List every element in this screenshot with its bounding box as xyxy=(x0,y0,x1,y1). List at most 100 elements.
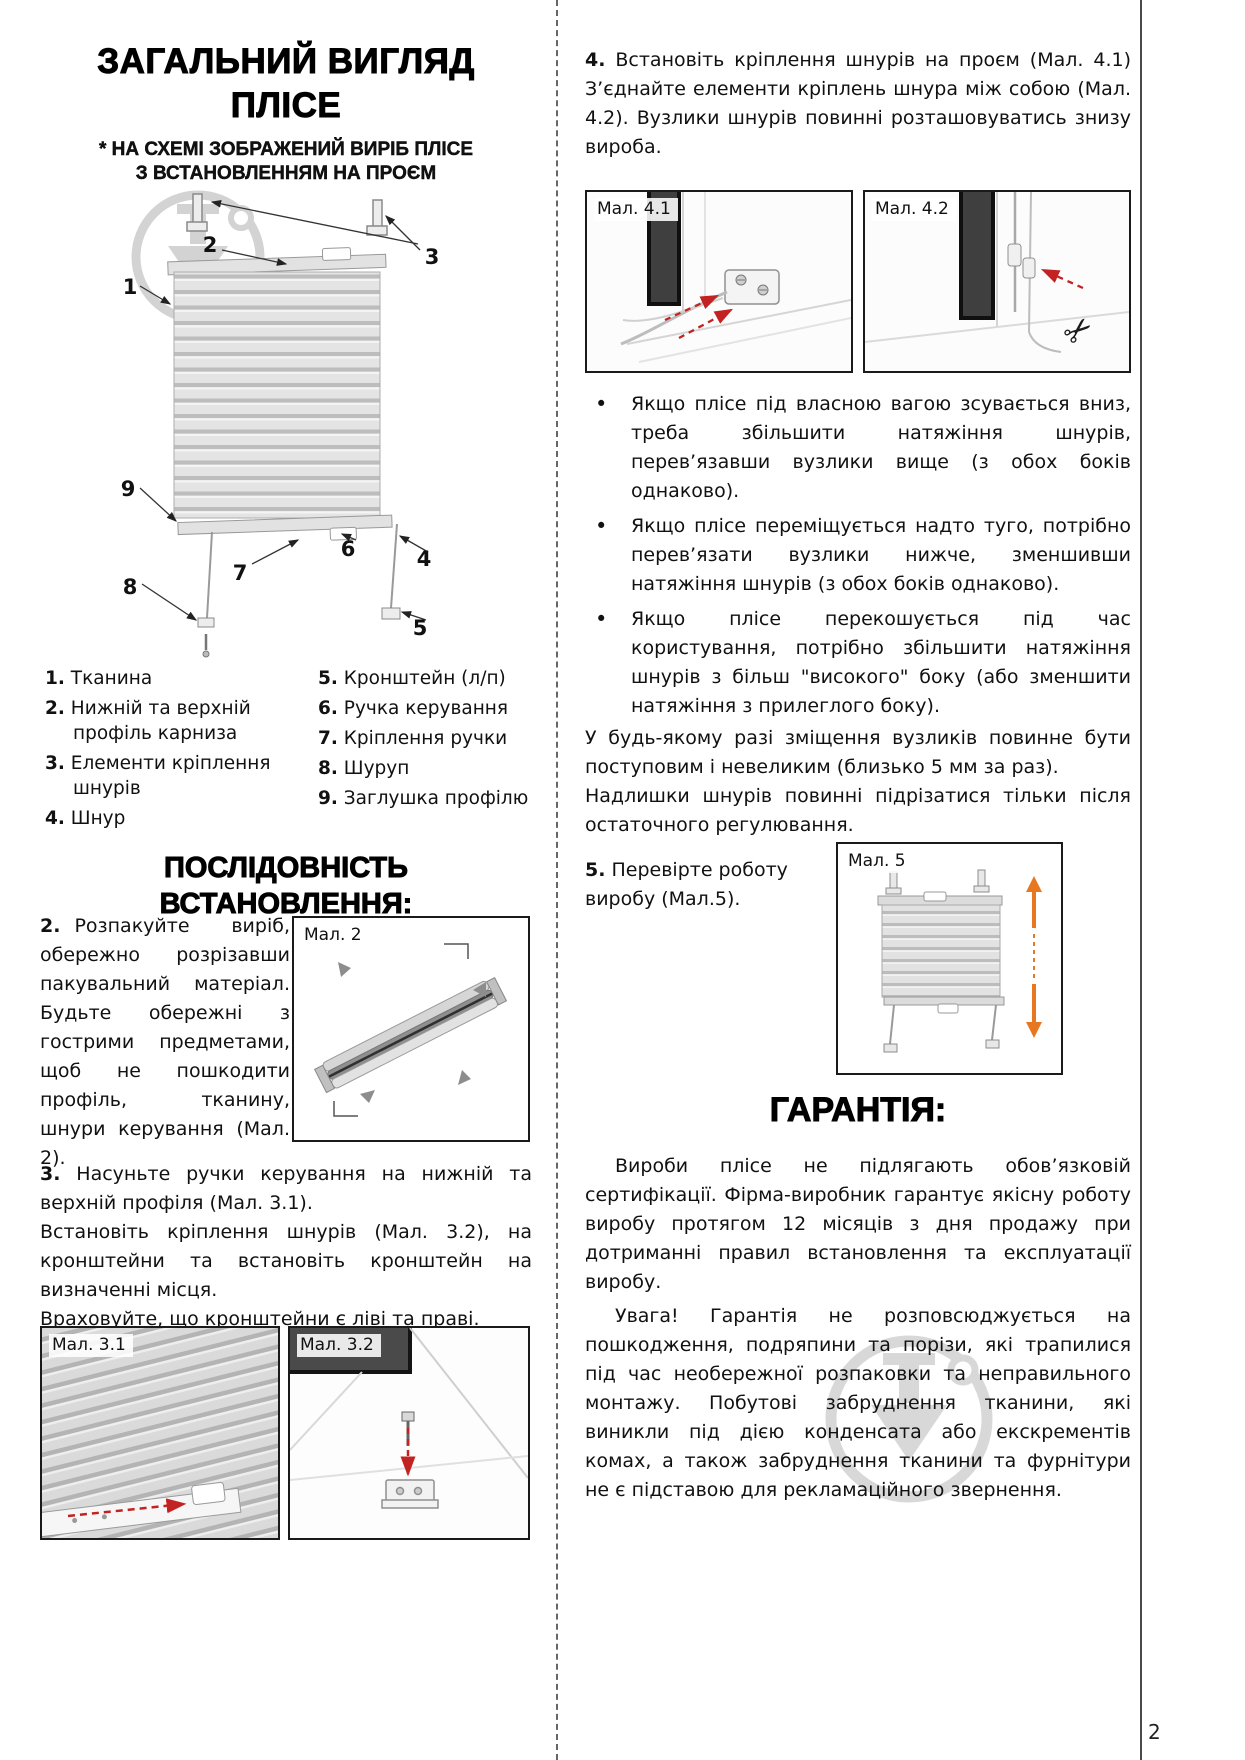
pleated-fabric xyxy=(173,271,381,519)
page-subtitle-line2: З ВСТАНОВЛЕННЯМ НА ПРОЄМ xyxy=(135,163,437,184)
legend-num: 6. xyxy=(318,698,338,719)
step-3-sentence-2: Встановіть кріплення шнурів (Мал. 3.2), … xyxy=(40,1221,532,1301)
figure-3-1-drawing xyxy=(42,1328,278,1538)
callout-lines xyxy=(139,199,429,621)
list-item: • Якщо плісе переміщується надто туго, п… xyxy=(585,512,1131,599)
figure-4-1-label: Мал. 4.1 xyxy=(594,198,678,221)
page-title: ЗАГАЛЬНИЙ ВИГЛЯД ПЛІСЕ xyxy=(40,40,532,128)
mount-direction-arrow xyxy=(678,308,734,340)
figure-3-1: Мал. 3.1 xyxy=(40,1326,280,1540)
step-3-sentence-1: 3. Насуньте ручки керування на нижній та… xyxy=(40,1163,532,1214)
step-5-number: 5. xyxy=(585,859,606,881)
legend-item: 7. Кріплення ручки xyxy=(318,726,532,751)
figure-4-2-drawing: ✂ xyxy=(865,192,1129,371)
legend-label: Шнур xyxy=(70,808,126,829)
legend-label: Шуруп xyxy=(343,758,410,779)
warranty-paragraph-2: Увага! Гарантія не розповсюджується на п… xyxy=(585,1305,1131,1501)
warranty-section-title: ГАРАНТІЯ: xyxy=(769,1091,947,1130)
legend-label: Кріплення ручки xyxy=(343,728,508,749)
figure-4-2: Мал. 4.2 ✂ xyxy=(863,190,1131,373)
bottom-rail xyxy=(177,514,393,541)
unpack-arrows xyxy=(338,962,486,1103)
figure-3-1-label: Мал. 3.1 xyxy=(49,1334,133,1357)
legend-label: Тканина xyxy=(70,668,153,689)
callout-8: 8 xyxy=(123,575,138,599)
legend-num: 4. xyxy=(45,808,65,829)
legend-item: 4. Шнур xyxy=(45,806,303,831)
bullet-text: Якщо плісе переміщується надто туго, пот… xyxy=(631,515,1131,595)
figure-2: Мал. 2 xyxy=(292,916,530,1142)
legend-label: Кронштейн (л/п) xyxy=(343,668,506,689)
top-rail xyxy=(167,247,387,276)
legend-label: Елементи кріплення шнурів xyxy=(70,753,271,799)
figure-5: Мал. 5 xyxy=(836,842,1063,1075)
knot-direction-arrow xyxy=(1040,268,1084,290)
lower-fittings xyxy=(197,607,401,658)
bullet-icon: • xyxy=(595,514,608,538)
page-subtitle: * НА СХЕМІ ЗОБРАЖЕНИЙ ВИРІБ ПЛІСЕ З ВСТА… xyxy=(40,138,532,186)
slide-direction-arrow xyxy=(67,1498,187,1518)
callout-4: 4 xyxy=(417,547,432,571)
legend-label: Ручка керування xyxy=(343,698,509,719)
top-brackets xyxy=(186,193,388,236)
callout-7: 7 xyxy=(233,561,248,585)
callout-5: 5 xyxy=(413,616,428,640)
figure-4-2-label: Мал. 4.2 xyxy=(872,198,956,221)
legend-column-1: 1. Тканина 2. Нижній та верхній профіль … xyxy=(45,666,303,836)
legend-num: 8. xyxy=(318,758,338,779)
page-edge-line xyxy=(1140,0,1142,1760)
legend-num: 7. xyxy=(318,728,338,749)
step-4-paragraph: 4. Встановіть кріплення шнурів на проєм … xyxy=(585,46,1131,162)
pleated-blind-diagram: 1 2 3 4 5 6 7 8 9 xyxy=(121,193,440,658)
list-item: • Якщо плісе перекошується під час корис… xyxy=(585,605,1131,721)
legend-item: 8. Шуруп xyxy=(318,756,532,781)
brand-watermark-icon xyxy=(825,1335,993,1503)
adjustment-note: У будь-якому разі зміщення вузликів пови… xyxy=(585,724,1131,840)
installation-section-title: ПОСЛІДОВНІСТЬ ВСТАНОВЛЕННЯ: xyxy=(159,852,413,921)
callout-6: 6 xyxy=(341,537,356,561)
step-4-number: 4. xyxy=(585,49,606,71)
note-sentence-2: Надлишки шнурів повинні підрізатися тіль… xyxy=(585,785,1131,836)
bullet-icon: • xyxy=(595,392,608,416)
step-5-text: Перевірте роботу виробу (Мал.5). xyxy=(585,859,788,910)
legend-item: 1. Тканина xyxy=(45,666,303,691)
cord-connector xyxy=(1007,243,1036,279)
legend-item: 3. Елементи кріплення шнурів xyxy=(45,751,303,801)
figure-3-2-label: Мал. 3.2 xyxy=(297,1334,381,1357)
legend-num: 5. xyxy=(318,668,338,689)
column-divider xyxy=(556,0,558,1760)
bullet-icon: • xyxy=(595,607,608,631)
figure-2-label: Мал. 2 xyxy=(301,924,369,947)
mount-direction-arrow xyxy=(664,294,720,322)
page-title-line1: ЗАГАЛЬНИЙ ВИГЛЯД xyxy=(97,42,475,82)
cord-bracket xyxy=(724,269,780,305)
callout-2: 2 xyxy=(203,233,218,257)
legend-num: 9. xyxy=(318,788,338,809)
step-2-number: 2. xyxy=(40,915,61,937)
legend-item: 2. Нижній та верхній профіль карниза xyxy=(45,696,303,746)
legend-item: 5. Кронштейн (л/п) xyxy=(318,666,532,691)
figure-5-label: Мал. 5 xyxy=(845,850,913,873)
list-item: • Якщо плісе під власною вагою зсуваєтьс… xyxy=(585,390,1131,506)
step-2-paragraph: 2.Розпакуйте виріб, обережно розрізавши … xyxy=(40,912,290,1173)
legend-label: Заглушка профілю xyxy=(343,788,529,809)
callout-1: 1 xyxy=(123,275,138,299)
step-4-text: Встановіть кріплення шнурів на проєм (Ма… xyxy=(585,49,1131,158)
bullet-text: Якщо плісе під власною вагою зсувається … xyxy=(631,393,1131,502)
step-5-paragraph: 5. Перевірте роботу виробу (Мал.5). xyxy=(585,856,830,914)
figure-3-2-drawing xyxy=(290,1328,528,1538)
step-3-number: 3. xyxy=(40,1163,61,1185)
step-2-text: Розпакуйте виріб, обережно розрізавши па… xyxy=(40,915,290,1169)
figure-4-1: Мал. 4.1 xyxy=(585,190,853,373)
legend-num: 1. xyxy=(45,668,65,689)
figure-4-1-drawing xyxy=(587,192,851,371)
move-down-arrow xyxy=(1026,984,1042,1038)
step-3-paragraph: 3. Насуньте ручки керування на нижній та… xyxy=(40,1160,532,1334)
page-subtitle-line1: * НА СХЕМІ ЗОБРАЖЕНИЙ ВИРІБ ПЛІСЕ xyxy=(98,139,474,160)
legend-item: 9. Заглушка профілю xyxy=(318,786,532,811)
legend-column-2: 5. Кронштейн (л/п) 6. Ручка керування 7.… xyxy=(318,666,532,816)
legend-label: Нижній та верхній профіль карниза xyxy=(70,698,251,744)
callout-3: 3 xyxy=(425,245,440,269)
move-up-arrow xyxy=(1026,876,1042,928)
bullet-text: Якщо плісе перекошується під час користу… xyxy=(631,608,1131,717)
